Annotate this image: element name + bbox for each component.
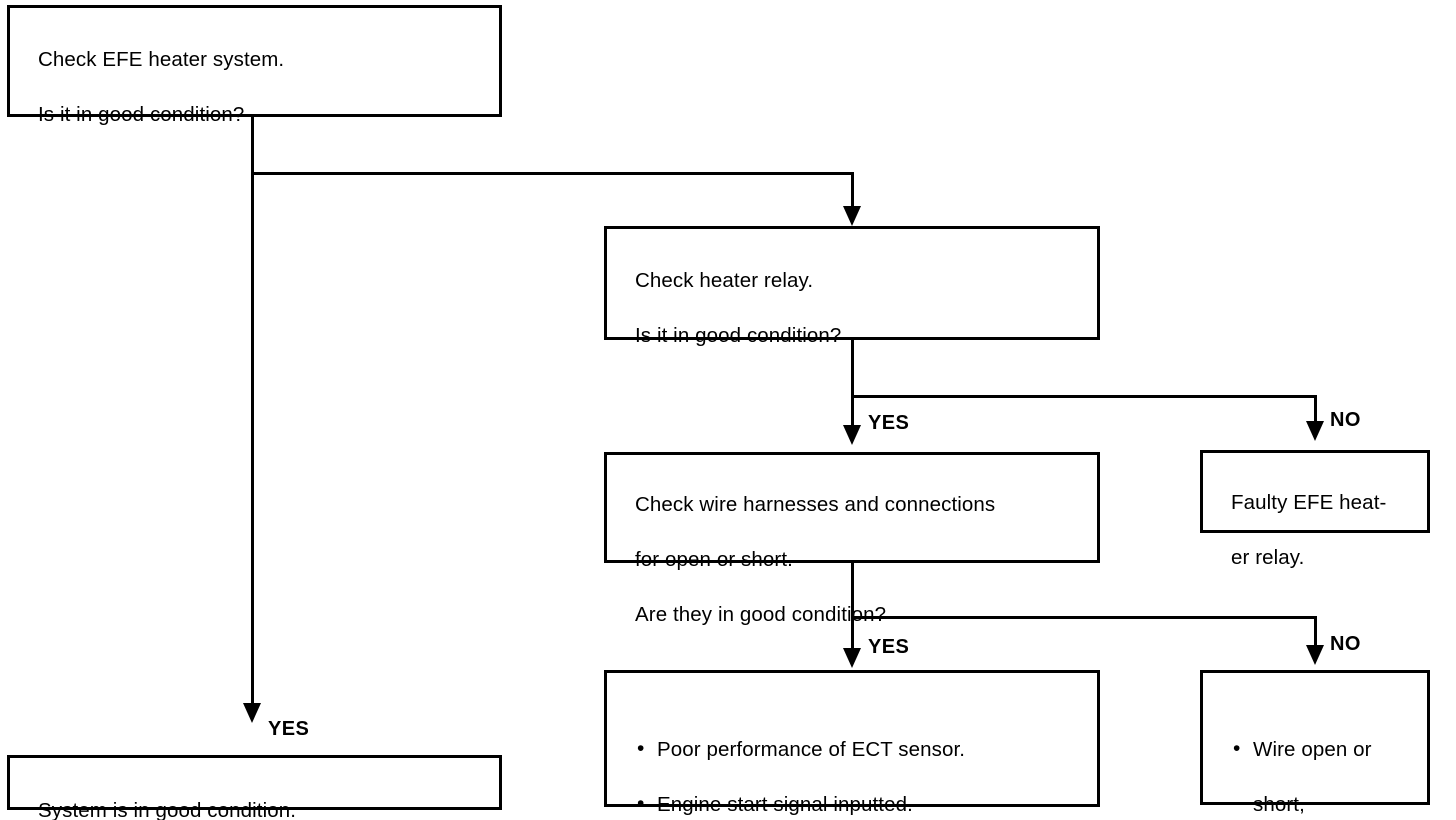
node-check-wire-harnesses[interactable]: Check wire harnesses and connections for… bbox=[604, 452, 1100, 626]
node-line: Check heater relay. bbox=[635, 268, 814, 292]
list-item: Poor performance of ECT sensor. bbox=[635, 735, 1097, 764]
connector-relay-yes-drop bbox=[851, 395, 854, 429]
ecm-actions-list: Poor performance of ECT sensor. Engine s… bbox=[635, 709, 1097, 820]
edge-label-relay-no: NO bbox=[1330, 409, 1361, 431]
connector-efe-to-relay-horizontal bbox=[251, 172, 854, 175]
arrowhead-into-system-good bbox=[243, 703, 261, 723]
connector-efe-trunk-upper bbox=[251, 117, 254, 175]
edge-label-harness-yes: YES bbox=[868, 636, 910, 658]
node-line: Is it in good condition? bbox=[635, 323, 842, 347]
connector-harness-out-trunk bbox=[851, 563, 854, 619]
connector-harness-yes-drop bbox=[851, 616, 854, 650]
arrowhead-into-check-heater-relay bbox=[843, 206, 861, 226]
node-line: Check wire harnesses and connections bbox=[635, 492, 996, 516]
arrowhead-into-ecm-actions bbox=[843, 648, 861, 668]
wire-faults-list: Wire open or short, Poor connec- tion. bbox=[1231, 709, 1427, 820]
list-item: short, bbox=[1253, 793, 1305, 816]
connector-harness-no-drop bbox=[1314, 616, 1317, 646]
connector-harness-no-horizontal bbox=[851, 616, 1317, 619]
arrowhead-into-check-wire-harnesses bbox=[843, 425, 861, 445]
connector-relay-no-horizontal bbox=[851, 395, 1317, 398]
edge-label-relay-yes: YES bbox=[868, 412, 910, 434]
connector-efe-trunk-lower bbox=[251, 172, 254, 707]
list-item: Wire open or bbox=[1231, 735, 1427, 764]
connector-relay-out-trunk bbox=[851, 340, 854, 398]
node-check-efe-heater-system[interactable]: Check EFE heater system. Is it in good c… bbox=[7, 5, 502, 126]
node-check-heater-relay[interactable]: Check heater relay. Is it in good condit… bbox=[604, 226, 1100, 347]
node-faulty-efe-heater-relay[interactable]: Faulty EFE heat- er relay. bbox=[1200, 450, 1430, 569]
node-line: Is it in good condition? bbox=[38, 102, 245, 126]
node-wire-faults[interactable]: Wire open or short, Poor connec- tion. bbox=[1200, 670, 1430, 816]
node-line: Are they in good condition? bbox=[635, 602, 887, 626]
list-item: Engine start signal inputted. bbox=[635, 790, 1097, 819]
connector-relay-no-drop bbox=[1314, 395, 1317, 425]
arrowhead-into-faulty-relay bbox=[1306, 421, 1324, 441]
node-line: Check EFE heater system. bbox=[38, 47, 285, 71]
edge-label-harness-no: NO bbox=[1330, 633, 1361, 655]
node-line: for open or short. bbox=[635, 547, 793, 571]
node-line: System is in good condition. bbox=[38, 798, 297, 820]
node-line: Faulty EFE heat- bbox=[1231, 490, 1387, 514]
node-system-good[interactable]: System is in good condition. bbox=[7, 755, 502, 820]
arrowhead-into-wire-faults bbox=[1306, 645, 1324, 665]
edge-label-system-yes: YES bbox=[268, 718, 310, 740]
connector-relay-drop bbox=[851, 172, 854, 210]
node-line: er relay. bbox=[1231, 545, 1305, 569]
node-ecm-actions[interactable]: Poor performance of ECT sensor. Engine s… bbox=[604, 670, 1100, 817]
